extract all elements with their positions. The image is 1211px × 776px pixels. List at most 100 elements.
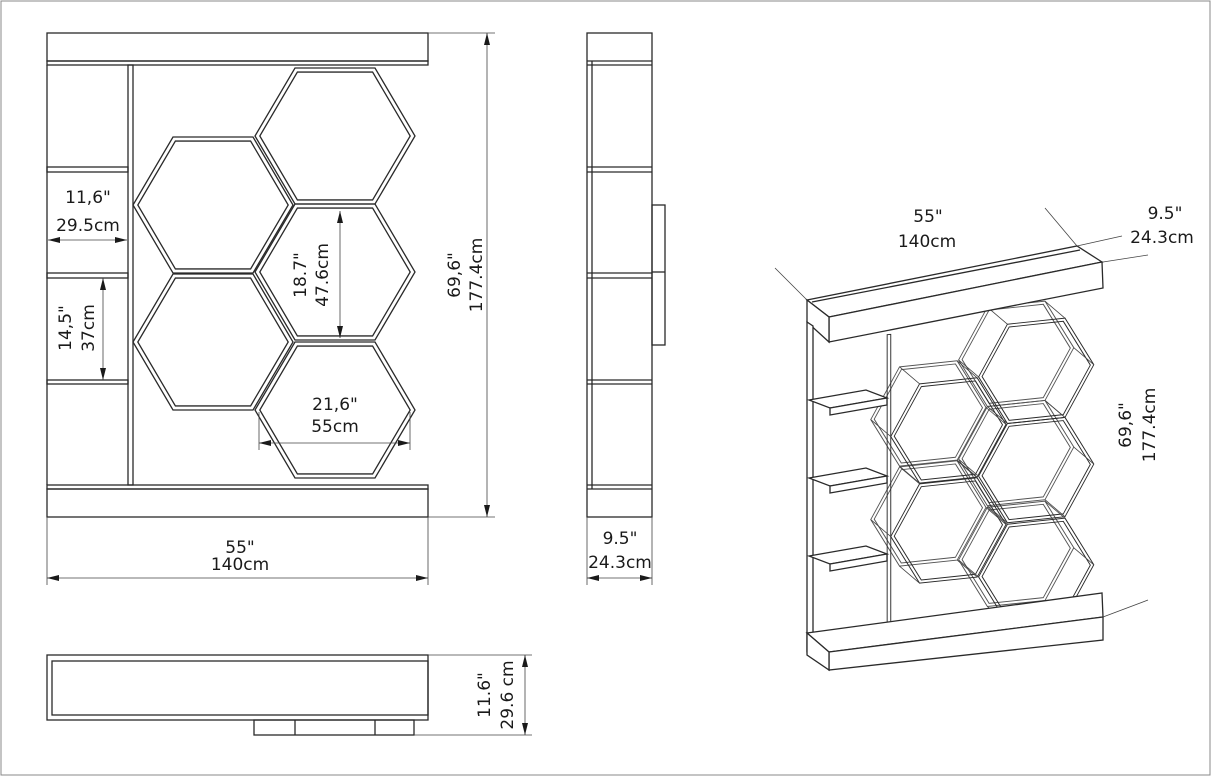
- column-width-cm-label: 29.5cm: [56, 216, 120, 236]
- iso-depth-edge: [958, 559, 979, 578]
- side-shelf: [46, 166, 129, 173]
- extension-line: [1044, 207, 1078, 247]
- hex-width-in-label: 21,6": [312, 395, 358, 415]
- iso-depth-edge: [1073, 347, 1095, 366]
- hexagon-cell: [254, 341, 416, 479]
- iso-height-cm-label: 177.4cm: [1140, 388, 1160, 463]
- iso-hexagon-back: [958, 399, 1075, 507]
- iso-side-shelf-edge: [829, 397, 888, 416]
- side-depth-in-label: 9.5": [603, 529, 638, 549]
- iso-hexagon-cell-inner: [981, 320, 1091, 421]
- hexagon-cell-inner: [259, 345, 411, 475]
- hexagon-cell: [132, 273, 294, 411]
- iso-height-in-label: 69,6": [1116, 402, 1136, 448]
- iso-hexagon-cell: [978, 317, 1095, 425]
- iso-hexagon-back-inner: [873, 363, 984, 464]
- iso-depth-edge: [985, 507, 1007, 525]
- shelf-gap-in-label: 14,5": [56, 305, 76, 351]
- iso-depth-edge: [1073, 446, 1095, 465]
- iso-width-cm-label: 140cm: [898, 232, 956, 252]
- front-view-body: [46, 32, 429, 518]
- column-divider: [127, 64, 134, 486]
- side-view: 9.5" 24.3cm: [586, 32, 666, 585]
- iso-hexagon-back-inner: [961, 403, 1071, 504]
- iso-left-panel: [806, 320, 814, 657]
- side-shelf: [46, 272, 129, 279]
- iso-depth-cm-label: 24.3cm: [1130, 228, 1194, 248]
- iso-depth-edge: [870, 419, 892, 437]
- iso-hexagon-back-inner: [961, 503, 1071, 604]
- iso-hexagon-back-inner: [961, 303, 1071, 404]
- hexagon-cells: [132, 67, 416, 479]
- iso-side-shelf-edge: [829, 553, 888, 572]
- iso-hexagon-cell-inner: [893, 380, 1004, 481]
- iso-depth-edge: [899, 466, 920, 485]
- side-outline: [586, 32, 653, 518]
- side-shelf: [46, 379, 129, 385]
- hex-depth-profile: [651, 204, 666, 346]
- iso-depth-edge: [958, 359, 979, 378]
- extension-line: [1076, 235, 1123, 247]
- iso-hexagon-cell: [890, 377, 1007, 484]
- hexagon-cell-inner: [259, 71, 411, 201]
- top-board: [46, 32, 429, 62]
- iso-hexagon-cell-inner: [981, 420, 1091, 521]
- hexagon-cell: [254, 67, 416, 205]
- top-board-edge: [46, 60, 429, 66]
- side-depth-cm-label: 24.3cm: [588, 553, 652, 573]
- shelf-gap-cm-label: 37cm: [79, 304, 99, 352]
- width-cm-label: 140cm: [211, 555, 269, 575]
- iso-back-face: [870, 300, 1075, 608]
- extension-line: [774, 267, 808, 301]
- iso-side-shelf-edge: [829, 475, 888, 494]
- top-depth-in-label: 11.6": [475, 672, 495, 718]
- iso-depth-edge: [956, 460, 978, 479]
- iso-depth-edge: [1044, 499, 1066, 518]
- isometric-view: 55" 140cm 9.5" 24.3cm 69,6" 177.4cm: [774, 204, 1194, 672]
- extension-line: [1102, 254, 1149, 263]
- hex-height-cm-label: 47.6cm: [313, 243, 333, 307]
- iso-top-side: [806, 298, 830, 344]
- hexagon-cell-inner: [137, 140, 289, 270]
- iso-depth-edge: [987, 406, 1008, 424]
- iso-hexagon-back-inner: [873, 463, 984, 564]
- top-view-outline: [46, 654, 429, 721]
- top-depth-cm-label: 29.6 cm: [498, 660, 518, 729]
- extension-line: [1102, 599, 1149, 618]
- front-view: 69,6" 177.4cm 55" 140cm 11,6" 29.5cm 14,…: [46, 32, 495, 585]
- iso-bottom-side: [806, 631, 830, 672]
- iso-depth-edge: [1044, 300, 1066, 319]
- iso-hexagon-cell: [890, 477, 1007, 584]
- hex-height-in-label: 18.7": [291, 252, 311, 298]
- iso-depth-edge: [899, 565, 920, 584]
- hexagon-cell: [132, 136, 294, 274]
- iso-depth-edge: [899, 465, 920, 484]
- iso-hexagon-cell-inner: [893, 480, 1004, 581]
- hexagon-cell-inner: [137, 277, 289, 407]
- iso-depth-in-label: 9.5": [1148, 204, 1183, 224]
- column-width-in-label: 11,6": [65, 188, 111, 208]
- iso-tray-lip: [811, 249, 1081, 303]
- top-view-inner: [51, 660, 429, 716]
- iso-depth-edge: [956, 360, 978, 379]
- iso-depth-edge: [1044, 500, 1066, 519]
- height-in-label: 69,6": [445, 252, 465, 298]
- hex-width-cm-label: 55cm: [311, 417, 359, 437]
- width-in-label: 55": [225, 538, 254, 558]
- iso-depth-edge: [956, 459, 978, 478]
- iso-hexagon-back: [870, 360, 987, 467]
- iso-depth-edge: [987, 505, 1008, 524]
- iso-hexagon-back: [958, 300, 1075, 408]
- iso-depth-edge: [899, 366, 920, 385]
- bottom-board: [46, 488, 429, 518]
- iso-depth-edge: [1073, 547, 1095, 566]
- iso-depth-edge: [987, 506, 1008, 525]
- top-view: 11.6" 29.6 cm: [46, 654, 532, 736]
- iso-depth-edge: [870, 519, 892, 537]
- hexagon-cell-inner: [259, 207, 411, 337]
- iso-depth-edge: [958, 458, 979, 477]
- hexagon-cell: [254, 203, 416, 341]
- iso-depth-edge: [985, 407, 1007, 425]
